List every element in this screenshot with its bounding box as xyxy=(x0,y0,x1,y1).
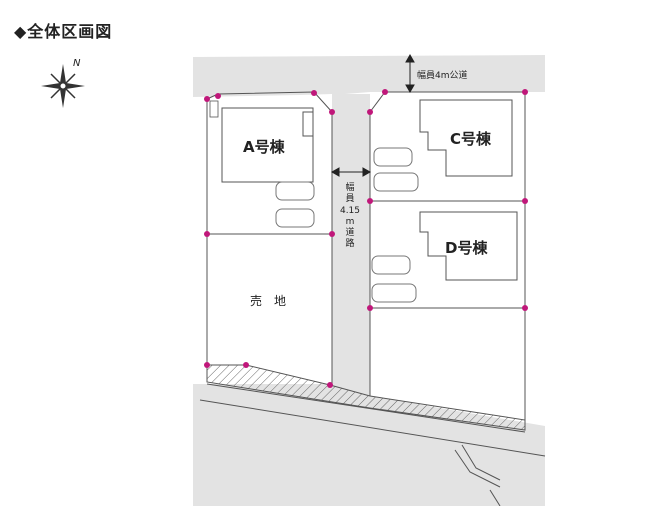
car-icon xyxy=(275,208,315,228)
private-road-char: 員 xyxy=(345,193,354,204)
public-road-label: 幅員4m公道 xyxy=(417,69,468,81)
private-road-char: 道 xyxy=(345,226,354,238)
parking-cars xyxy=(275,147,419,303)
building-a-label: A号棟 xyxy=(243,138,286,156)
private-road-char: 路 xyxy=(345,237,354,249)
building-d-label: D号棟 xyxy=(445,239,488,257)
building-c-label: C号棟 xyxy=(450,130,492,148)
north-label: N xyxy=(73,58,81,69)
car-icon xyxy=(275,181,315,201)
page-title: ◆全体区画図 xyxy=(14,22,113,41)
compass-icon: N xyxy=(41,58,85,108)
car-icon xyxy=(371,283,417,303)
boundary-points xyxy=(204,89,528,388)
building-a-outline xyxy=(221,107,314,183)
car-icon xyxy=(373,172,419,192)
car-icon xyxy=(371,255,411,275)
private-road-char: 幅 xyxy=(345,181,354,193)
private-road-label: 幅 員 4.15 m 道 路 xyxy=(340,181,360,249)
building-d-outline xyxy=(419,211,518,281)
car-icon xyxy=(373,147,413,167)
public-road xyxy=(193,55,545,97)
sold-lot-label: 売 地 xyxy=(250,293,286,308)
private-road-char: m xyxy=(346,217,355,227)
private-road xyxy=(332,94,370,396)
building-c-outline xyxy=(419,99,513,177)
private-road-char: 4.15 xyxy=(340,206,360,216)
